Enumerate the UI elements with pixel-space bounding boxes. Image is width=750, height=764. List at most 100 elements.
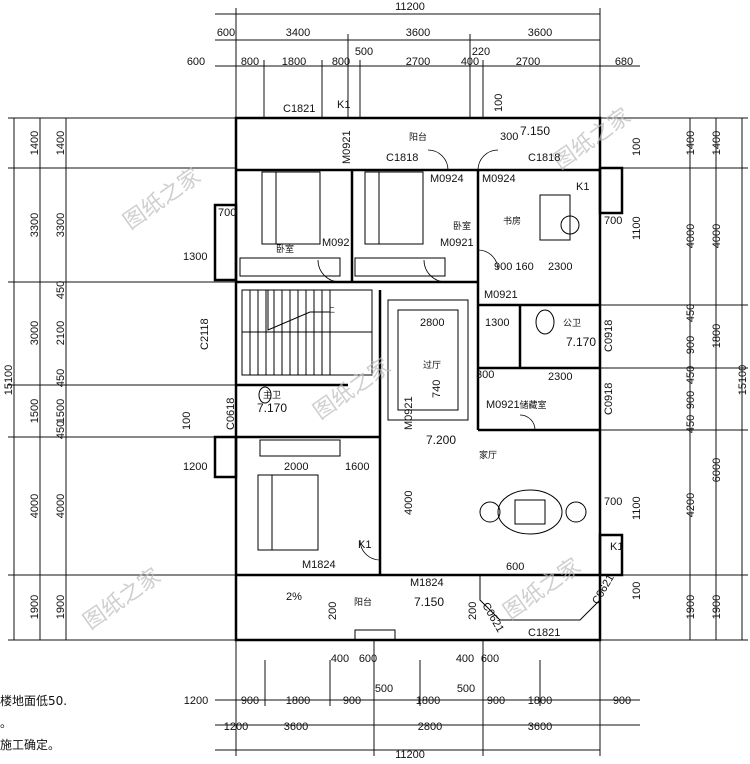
- dim-left: 450: [55, 281, 67, 299]
- dim-bottom: 600: [481, 653, 499, 665]
- toilet-icon: [535, 309, 555, 335]
- label-dim: 900 160: [494, 261, 534, 273]
- label-door: M0924: [482, 173, 516, 185]
- dim-top: 800: [332, 56, 350, 68]
- door-swings: [317, 149, 536, 561]
- label-dim: 4000: [403, 491, 415, 515]
- label-dim: 100: [493, 94, 505, 112]
- hall-void: [387, 299, 469, 421]
- dim-left: 4000: [29, 494, 41, 518]
- label-window: K1: [610, 541, 623, 553]
- room-toilet: 公卫: [563, 318, 581, 329]
- dim-bottom: 1800: [286, 695, 310, 707]
- note-line: 楼地面低50.: [0, 694, 68, 708]
- label-door: M0921: [341, 130, 353, 164]
- walls: [213, 116, 624, 642]
- dim-left-overall: 15100: [3, 365, 15, 396]
- dim-left: 3300: [55, 213, 67, 237]
- dim-right: 450: [685, 415, 697, 433]
- bottom-dimensions: 400 600 400 600 500 500 1200 900 1800 90…: [184, 653, 631, 761]
- label-window: C0918: [603, 320, 615, 352]
- watermark: 图纸之家 图纸之家 图纸之家 图纸之家 图纸之家: [79, 104, 635, 635]
- label-door: M1824: [302, 559, 336, 571]
- dim-left: 4000: [55, 494, 67, 518]
- label-dim: 1200: [183, 461, 207, 473]
- dim-right: 4000: [685, 224, 697, 248]
- dim-top: 600: [217, 27, 235, 39]
- dim-left: 1500: [55, 399, 67, 423]
- dim-right: 6000: [711, 458, 723, 482]
- dim-right-overall: 15100: [737, 365, 749, 396]
- furniture: [235, 171, 601, 641]
- label-dim: 700: [604, 215, 622, 227]
- dim-bottom: 3600: [528, 721, 552, 733]
- bed-icon: [257, 474, 319, 551]
- label-door: M092: [322, 237, 350, 249]
- label-window: C0918: [603, 383, 615, 415]
- left-dimensions: 15100 1400 3300 3000 1500 4000 1900 1400…: [3, 131, 67, 619]
- label-door: M0924: [430, 173, 464, 185]
- dim-bottom: 3600: [284, 721, 308, 733]
- dim-right: 1900: [685, 595, 697, 619]
- dim-right: 900: [685, 391, 697, 409]
- svg-text:图纸之家: 图纸之家: [549, 104, 635, 175]
- dim-right: 4200: [685, 493, 697, 517]
- dim-left: 1500: [29, 399, 41, 423]
- dim-right: 1400: [685, 131, 697, 155]
- label-elevation: 7.200: [426, 433, 456, 447]
- dim-bottom: 2800: [418, 721, 442, 733]
- label-door: M0921: [440, 237, 474, 249]
- label-slope: 2%: [286, 591, 302, 603]
- dim-top: 680: [615, 56, 633, 68]
- label-elevation: 7.150: [414, 595, 444, 609]
- room-master-bath: 主卫: [263, 389, 281, 401]
- dim-bottom: 900: [487, 695, 505, 707]
- dim-top: 3600: [406, 27, 430, 39]
- label-dim: 600: [506, 561, 524, 573]
- label-window: C0618: [225, 398, 237, 430]
- desk-icon: [539, 194, 571, 241]
- dim-bottom: 400: [331, 653, 349, 665]
- label-window: K1: [358, 539, 371, 551]
- dim-top: 1800: [282, 56, 306, 68]
- label-dim: 2300: [548, 371, 572, 383]
- dim-left: 1900: [29, 595, 41, 619]
- label-door: M1824: [410, 577, 444, 589]
- label-elevation: 7.150: [520, 124, 550, 138]
- dim-bottom: 900: [613, 695, 631, 707]
- dim-bottom: 500: [375, 683, 393, 695]
- dim-right: 450: [685, 304, 697, 322]
- label-window: K1: [576, 181, 589, 193]
- label-dim: 2300: [548, 261, 572, 273]
- right-dimensions: 15100 1400 4000 1800 6000 1900 1400 4000…: [685, 131, 749, 619]
- toilet-icon: [258, 386, 272, 404]
- dim-top: 800: [241, 56, 259, 68]
- label-dim: 2800: [420, 317, 444, 329]
- label-door: M0921: [403, 396, 415, 430]
- bed-icon: [364, 171, 424, 245]
- room-family-hall: 家厅: [479, 449, 497, 461]
- room-hall: 过厅: [423, 359, 441, 371]
- dim-left: 1400: [29, 131, 41, 155]
- room-balcony-bottom: 阳台: [354, 596, 372, 608]
- dim-right: 4000: [711, 224, 723, 248]
- label-dim: 200: [327, 602, 339, 620]
- label-dim: 700: [604, 496, 622, 508]
- dim-left: 450: [55, 369, 67, 387]
- label-dim: 300: [476, 369, 494, 381]
- label-dim: 300: [500, 131, 518, 143]
- dim-left: 3000: [29, 321, 41, 345]
- label-dim: 1600: [345, 461, 369, 473]
- dim-bottom: 400: [456, 653, 474, 665]
- dim-left: 2100: [55, 321, 67, 345]
- sofa-icon: [497, 489, 563, 535]
- dim-right: 1800: [711, 324, 723, 348]
- dim-top: 3400: [286, 27, 310, 39]
- annotation-labels: C1821 K1 M0921 C1818 7.150 C1818 M0924 M…: [181, 94, 643, 639]
- dim-right: 900: [685, 336, 697, 354]
- label-dim: 740: [431, 380, 443, 398]
- label-dim: 200: [467, 602, 479, 620]
- room-study: 书房: [503, 215, 521, 227]
- label-dim: 1100: [631, 496, 643, 520]
